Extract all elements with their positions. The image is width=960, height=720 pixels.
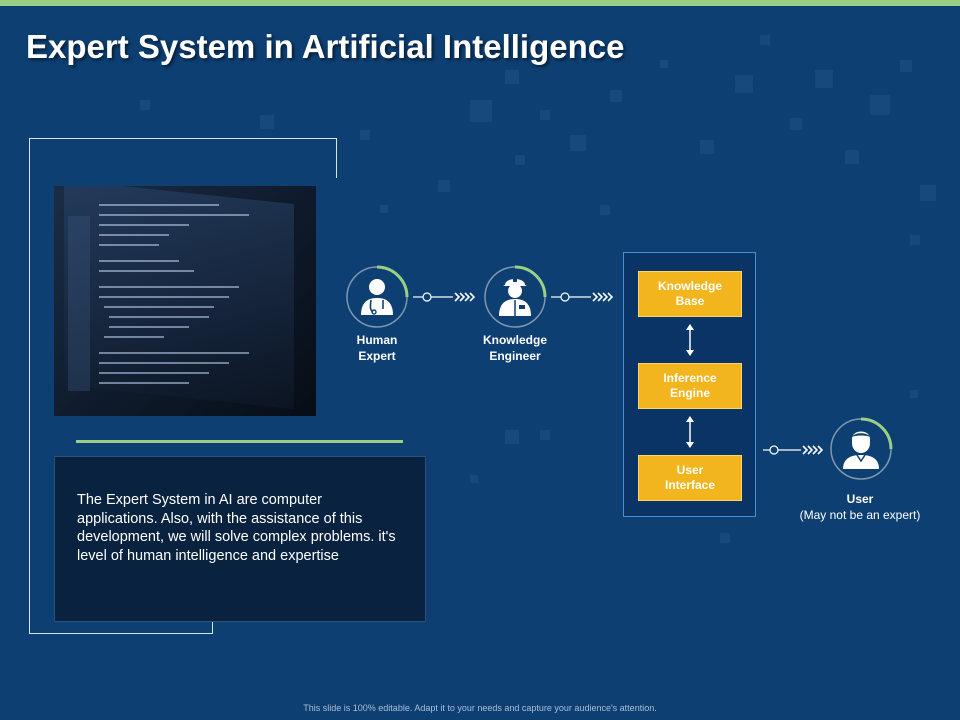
doctor-icon xyxy=(346,265,409,328)
slide-title: Expert System in Artificial Intelligence xyxy=(26,28,625,65)
engineer-icon xyxy=(484,265,547,328)
human-expert-label: Human Expert xyxy=(356,333,398,363)
frame-outline xyxy=(29,138,30,634)
top-accent-bar xyxy=(0,0,960,6)
bidirectional-arrow-icon xyxy=(686,324,694,356)
description-box: The Expert System in AI are computer app… xyxy=(54,456,426,622)
code-gutter xyxy=(68,216,90,391)
knowledge-engineer-label: Knowledge Engineer xyxy=(482,333,547,363)
code-screen-photo xyxy=(54,186,316,416)
knowledge-engineer-node xyxy=(483,265,547,329)
frame-outline xyxy=(212,622,213,634)
user-icon xyxy=(830,417,893,480)
arrow-connector xyxy=(413,292,476,302)
user-node xyxy=(829,417,893,481)
frame-outline xyxy=(29,138,337,139)
bidirectional-arrow-icon xyxy=(686,416,694,448)
footer-note: This slide is 100% editable. Adapt it to… xyxy=(303,703,657,713)
human-expert-node xyxy=(345,265,409,329)
arrow-connector xyxy=(551,292,614,302)
frame-outline xyxy=(29,633,213,634)
frame-outline xyxy=(336,138,337,178)
arrow-connector xyxy=(763,445,824,455)
description-text: The Expert System in AI are computer app… xyxy=(77,492,396,564)
user-label: User (May not be an expert) xyxy=(799,492,921,522)
accent-divider xyxy=(76,440,403,443)
